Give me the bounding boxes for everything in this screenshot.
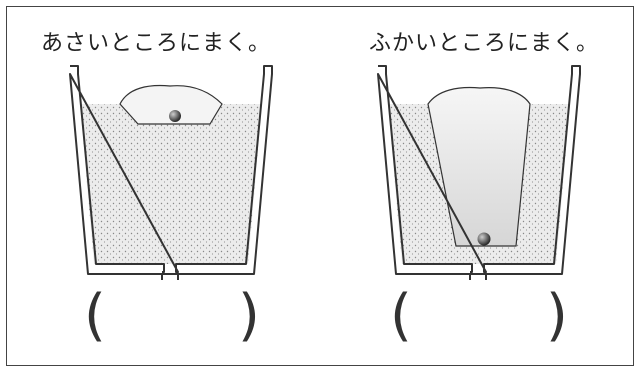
pot-shallow-planting	[69, 65, 273, 280]
answer-paren-open-left: (	[84, 283, 106, 348]
answer-paren-close-left: )	[238, 283, 260, 348]
caption-shallow: あさいところにまく。	[41, 31, 272, 56]
answer-paren-open-right: (	[390, 283, 412, 348]
answer-paren-close-right: )	[546, 283, 568, 348]
caption-deep: ふかいところにまく。	[369, 31, 600, 56]
pot-outline	[69, 65, 273, 275]
seed	[169, 110, 181, 122]
pot-deep-planting	[377, 65, 581, 280]
pot-outline	[377, 65, 581, 275]
soil	[80, 104, 262, 264]
planting-hole-deep	[427, 86, 531, 247]
planting-hole-shallow	[119, 84, 223, 125]
seed	[477, 232, 491, 246]
